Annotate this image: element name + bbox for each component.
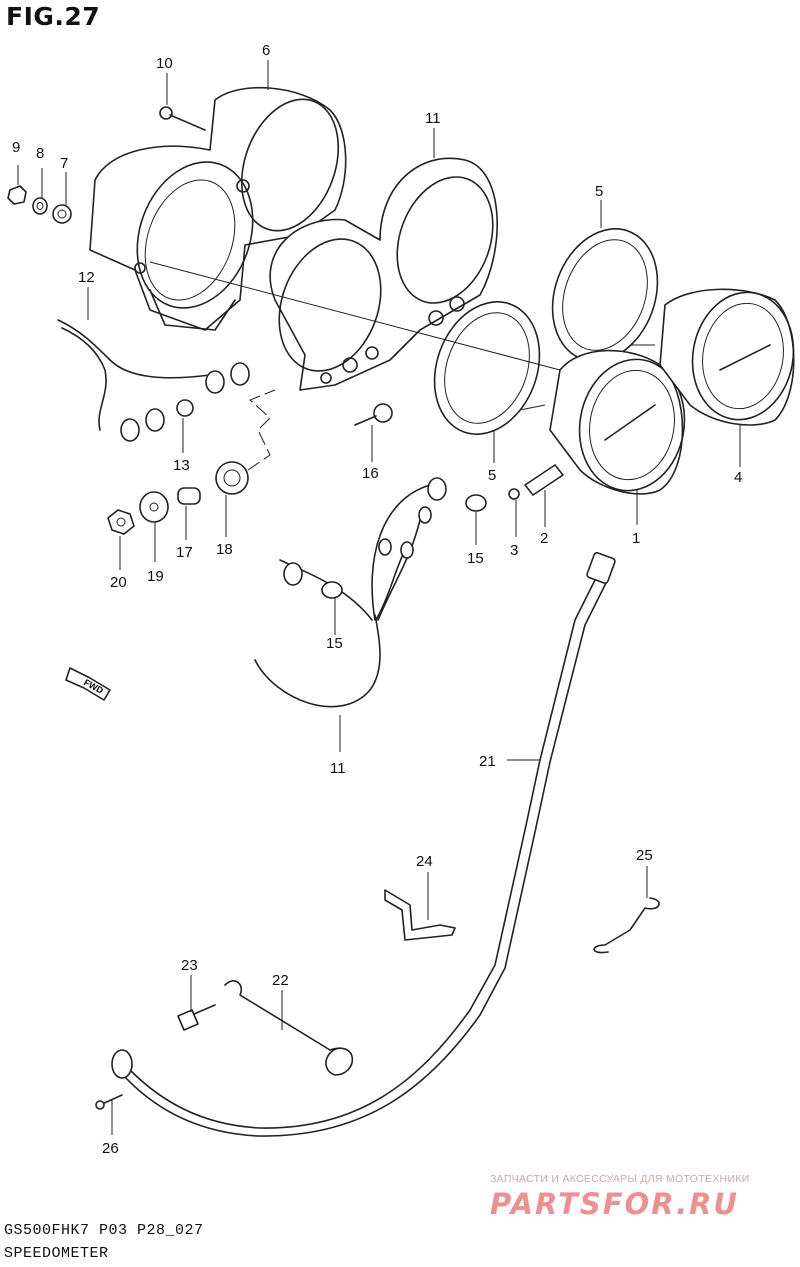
callout-1: 1: [632, 530, 640, 547]
callout-21: 21: [479, 753, 496, 770]
bracket-part-24: [384, 889, 456, 941]
callout-11: 11: [425, 110, 441, 127]
clamp-part-25: [593, 897, 660, 954]
callout-10: 10: [156, 55, 173, 72]
callout-8: 8: [36, 145, 44, 162]
socket-part-18: [215, 461, 249, 495]
callout-15-left: 15: [326, 635, 343, 652]
washer-part-8: [32, 197, 48, 215]
callout-17: 17: [176, 544, 193, 561]
nut-part-9: [7, 185, 27, 205]
bulb-part-14: [176, 399, 194, 417]
bolt-part-23: [177, 1004, 216, 1031]
callout-7: 7: [60, 155, 68, 172]
callout-2: 2: [540, 530, 548, 547]
callout-15-right: 15: [467, 550, 484, 567]
screw-part-3: [508, 488, 520, 500]
screw-part-26: [95, 1094, 123, 1110]
socket-harness-part-13: [57, 319, 250, 442]
callout-13: 12: [78, 269, 95, 286]
figure-name: SPEEDOMETER: [4, 1245, 109, 1262]
watermark-tagline: ЗАПЧАСТИ И АКСЕССУАРЫ ДЛЯ МОТОТЕХНИКИ: [490, 1173, 750, 1185]
callout-19: 19: [147, 568, 164, 585]
gasket-ring-part-5-left: [433, 301, 541, 435]
bulb-part-15-left: [321, 581, 343, 599]
callout-5-lower: 5: [488, 467, 496, 484]
nut-part-20: [107, 509, 135, 535]
bulb-part-17: [177, 487, 201, 505]
callout-6: 6: [262, 42, 270, 59]
tachometer-part-4: [630, 288, 795, 426]
washer-part-19: [139, 491, 169, 523]
wiring-harness-part-12: [254, 477, 447, 708]
meter-case-part-6: [89, 86, 347, 331]
forward-direction-badge: FWD: [65, 667, 111, 701]
callout-18: 18: [216, 541, 233, 558]
leader-lines: [17, 60, 741, 1135]
callout-12: 11: [330, 760, 346, 777]
clamp-part-22: [224, 980, 354, 1076]
callout-labels: 9 8 7 10 6 11 5 12 13 16 5 4 1 2 3 15 15…: [12, 42, 742, 1157]
bulb-part-15-right: [465, 494, 487, 512]
callout-3: 3: [510, 542, 518, 559]
screw-part-10: [159, 106, 206, 131]
callout-4: 4: [734, 469, 742, 486]
callout-25: 25: [636, 847, 653, 864]
callout-26: 26: [102, 1140, 119, 1157]
callout-14: 13: [173, 457, 190, 474]
watermark-logo: PARTSFOR.RU: [490, 1187, 739, 1221]
callout-5-upper: 5: [595, 183, 603, 200]
adapter-part-2: [524, 464, 564, 496]
callout-9: 9: [12, 139, 20, 156]
screw-part-16: [354, 403, 393, 426]
callout-22: 22: [272, 972, 289, 989]
figure-code: GS500FHK7 P03 P28_027: [4, 1222, 204, 1239]
grommet-part-7: [52, 204, 72, 224]
callout-24: 24: [416, 853, 433, 870]
speedometer-part-1: [519, 349, 686, 495]
callout-16: 16: [362, 465, 379, 482]
callout-23: 23: [181, 957, 198, 974]
figure-title: FIG.27: [6, 2, 101, 31]
callout-20: 20: [110, 574, 127, 591]
bezel-plate-part-11: [269, 157, 498, 391]
speedometer-cable-part-21: [111, 552, 616, 1137]
